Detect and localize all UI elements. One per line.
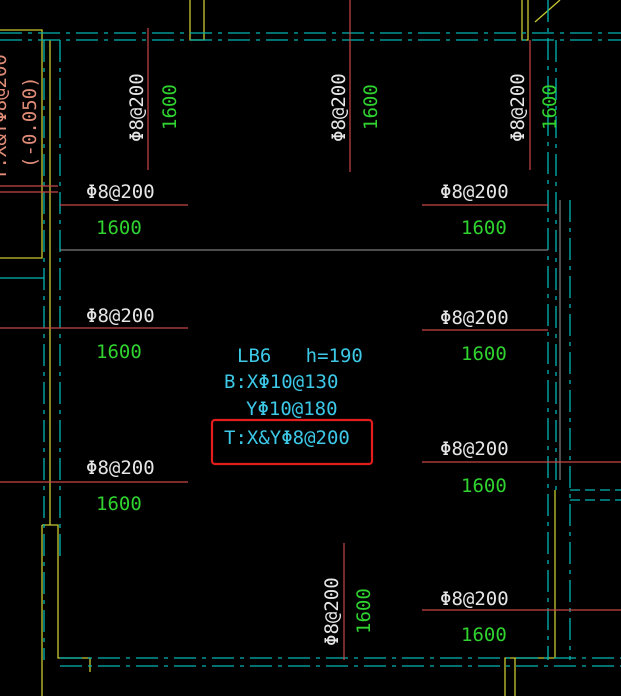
rebar-spec-text: Φ8@200 — [440, 588, 509, 610]
rebar-length-text: 1600 — [96, 217, 142, 239]
rebar-spec-text: Φ8@200 — [440, 307, 509, 329]
slab-line-1: LB6 h=190 — [237, 345, 363, 367]
rebar-length-text: 1600 — [461, 217, 507, 239]
horizontal-label-4: Φ8@200 1600 — [440, 181, 509, 239]
rebar-spec-text: Φ8@200 — [321, 577, 343, 646]
rebar-length-text: 1600 — [461, 624, 507, 646]
highlight-box — [210, 418, 374, 466]
rebar-length-text: 1600 — [353, 588, 375, 634]
slab-line-2: B:XΦ10@130 — [224, 371, 338, 393]
axis-lines — [0, 0, 621, 667]
vertical-label-2: Φ8@200 1600 — [328, 73, 382, 142]
slab-annotation: LB6 h=190 B:XΦ10@130 YΦ10@180 T:X&YΦ8@20… — [224, 345, 363, 449]
rebar-lines — [0, 0, 621, 660]
rebar-length-text: 1600 — [461, 343, 507, 365]
grid-lines — [60, 200, 561, 480]
rebar-length-text: 1600 — [360, 84, 382, 130]
horizontal-label-2: Φ8@200 1600 — [86, 305, 155, 363]
horizontal-label-6: Φ8@200 1600 — [440, 438, 509, 497]
vertical-label-1: Φ8@200 1600 — [126, 73, 181, 142]
horizontal-label-1: Φ8@200 1600 — [86, 181, 155, 239]
rebar-spec-text: Φ8@200 — [86, 181, 155, 203]
rebar-spec-text: Φ8@200 — [86, 305, 155, 327]
wall-top-left — [0, 29, 43, 259]
horizontal-label-5: Φ8@200 1600 — [440, 307, 509, 365]
wall-outlines — [0, 0, 561, 696]
rebar-length-text: 1600 — [539, 84, 561, 130]
side-note-line1: T:X&YΦ8@200 — [0, 54, 11, 180]
horizontal-label-7: Φ8@200 1600 — [440, 588, 509, 646]
vertical-label-4: Φ8@200 1600 — [321, 577, 375, 646]
side-note: T:X&YΦ8@200 (-0.050) — [0, 54, 41, 180]
rebar-spec-text: Φ8@200 — [126, 73, 148, 142]
rebar-length-text: 1600 — [461, 475, 507, 497]
rebar-length-text: 1600 — [96, 341, 142, 363]
rebar-length-text: 1600 — [159, 84, 181, 130]
slab-line-3: YΦ10@180 — [246, 398, 338, 420]
rebar-length-text: 1600 — [96, 493, 142, 515]
vertical-label-3: Φ8@200 1600 — [507, 73, 561, 142]
side-note-line2: (-0.050) — [19, 76, 41, 168]
slab-line-4: T:X&YΦ8@200 — [224, 427, 350, 449]
rebar-spec-text: Φ8@200 — [86, 457, 155, 479]
rebar-spec-text: Φ8@200 — [507, 73, 529, 142]
rebar-spec-text: Φ8@200 — [440, 438, 509, 460]
wall-left-lower — [42, 524, 91, 672]
horizontal-label-3: Φ8@200 1600 — [86, 457, 155, 515]
rebar-spec-text: Φ8@200 — [328, 73, 350, 142]
rebar-spec-text: Φ8@200 — [440, 181, 509, 203]
